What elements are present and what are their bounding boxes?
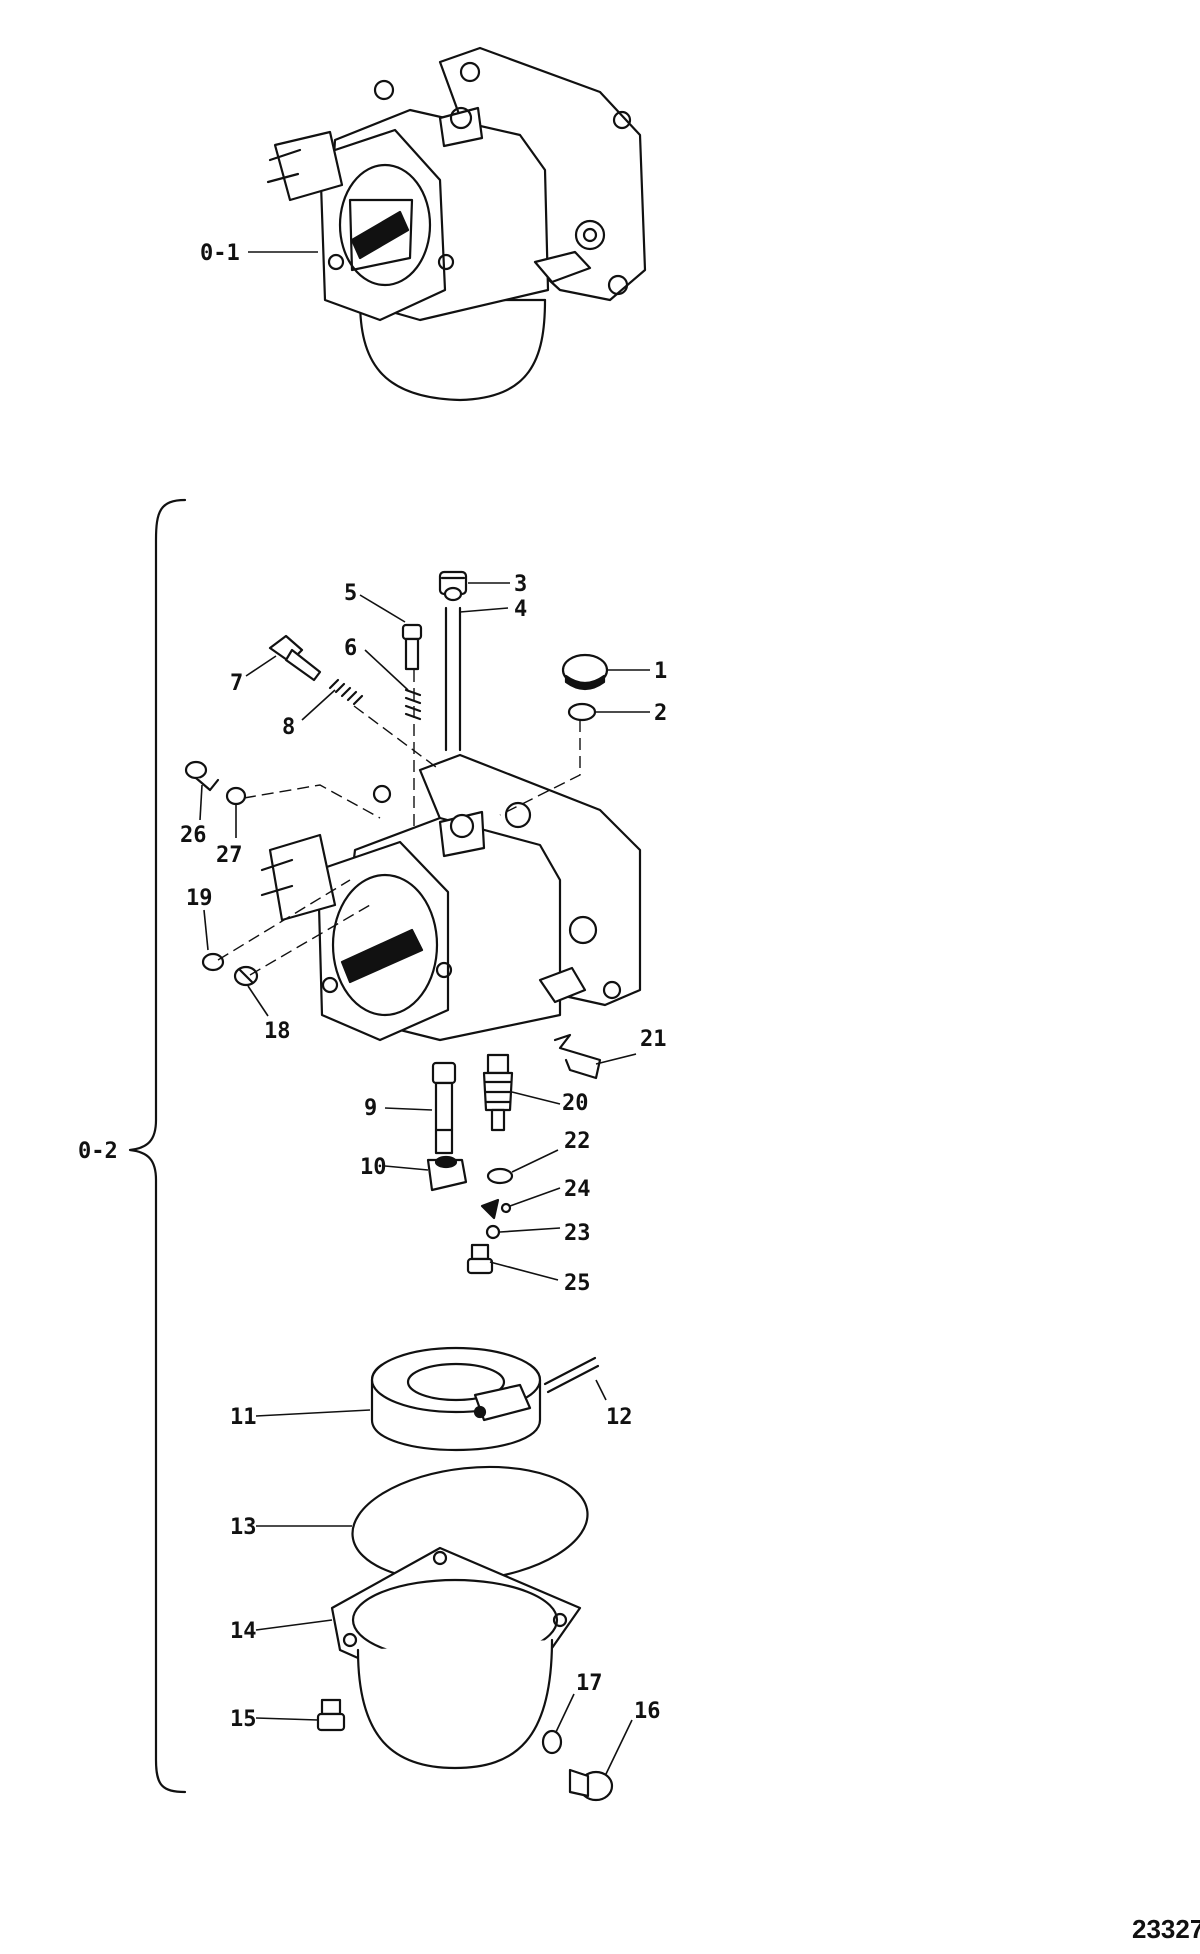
callout-16: 16 bbox=[634, 1699, 661, 1724]
callout-24: 24 bbox=[564, 1177, 591, 1202]
part-9-tube bbox=[431, 1061, 457, 1155]
assembled-carburetor-illustration bbox=[266, 46, 647, 402]
assembly-label-0-2: 0-2 bbox=[78, 1139, 118, 1164]
callout-17: 17 bbox=[576, 1671, 603, 1696]
part-18-plug bbox=[233, 965, 259, 987]
callout-2: 2 bbox=[654, 701, 667, 726]
callout-12: 12 bbox=[606, 1405, 633, 1430]
part-25-screw bbox=[466, 1243, 494, 1275]
part-12-pin bbox=[543, 1356, 600, 1394]
callout-11: 11 bbox=[230, 1405, 257, 1430]
callout-3: 3 bbox=[514, 572, 527, 597]
assembly-label-0-1: 0-1 bbox=[200, 241, 240, 266]
callout-27: 27 bbox=[216, 843, 243, 868]
callout-4: 4 bbox=[514, 597, 527, 622]
part-1-cap bbox=[561, 653, 609, 691]
carburetor-body-exploded bbox=[260, 753, 642, 1042]
callout-5: 5 bbox=[344, 581, 357, 606]
part-16-drain-plug bbox=[568, 1768, 614, 1802]
callout-1: 1 bbox=[654, 659, 667, 684]
callout-6: 6 bbox=[344, 636, 357, 661]
part-21-clip bbox=[553, 1033, 602, 1080]
callout-13: 13 bbox=[230, 1515, 257, 1540]
part-15-screw bbox=[316, 1698, 346, 1732]
part-14-float-bowl bbox=[330, 1546, 582, 1770]
part-6-spring bbox=[404, 688, 422, 721]
part-2-washer bbox=[567, 702, 597, 722]
callout-25: 25 bbox=[564, 1271, 591, 1296]
part-8-spring bbox=[328, 678, 364, 706]
callout-15: 15 bbox=[230, 1707, 257, 1732]
callout-9: 9 bbox=[364, 1096, 377, 1121]
part-17-o-ring bbox=[541, 1729, 563, 1755]
callout-21: 21 bbox=[640, 1027, 667, 1052]
callout-23: 23 bbox=[564, 1221, 591, 1246]
part-11-float bbox=[370, 1346, 542, 1452]
callout-14: 14 bbox=[230, 1619, 257, 1644]
part-26-screw bbox=[184, 760, 220, 792]
assembly-brace bbox=[128, 498, 187, 1794]
callout-22: 22 bbox=[564, 1129, 591, 1154]
callout-7: 7 bbox=[230, 671, 243, 696]
part-27-washer bbox=[225, 786, 247, 806]
figure-reference-number: 23327 bbox=[1132, 1914, 1200, 1944]
part-23-ball bbox=[485, 1224, 501, 1240]
part-4-needle bbox=[443, 586, 463, 752]
callout-10: 10 bbox=[360, 1155, 387, 1180]
part-19-plug bbox=[201, 952, 225, 972]
part-22-washer bbox=[486, 1167, 514, 1185]
callout-26: 26 bbox=[180, 823, 207, 848]
part-24-lever bbox=[480, 1198, 500, 1220]
part-7-screw bbox=[268, 634, 322, 682]
part-10-nozzle bbox=[426, 1155, 468, 1192]
part-5-screw bbox=[401, 623, 423, 671]
part-20-jet bbox=[482, 1053, 514, 1132]
callout-8: 8 bbox=[282, 715, 295, 740]
callout-19: 19 bbox=[186, 886, 213, 911]
callout-20: 20 bbox=[562, 1091, 589, 1116]
callout-18: 18 bbox=[264, 1019, 291, 1044]
